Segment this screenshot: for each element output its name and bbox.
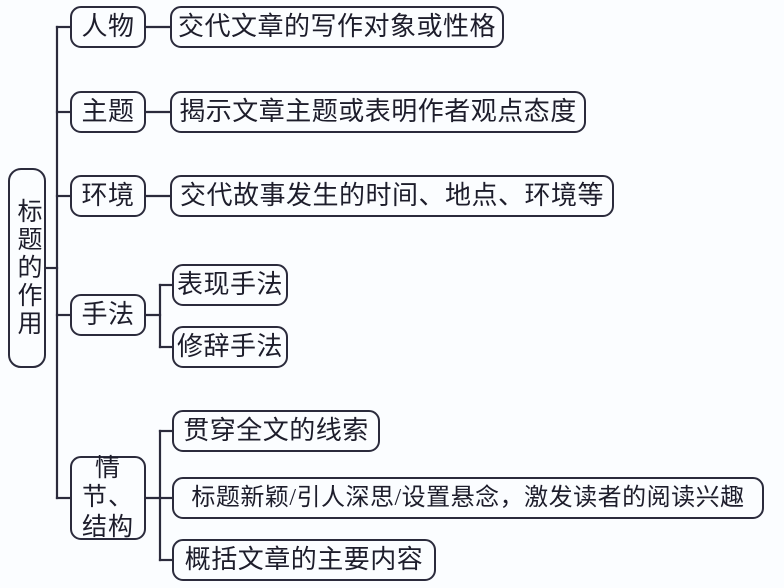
- leaf-node-shoufa-1-label: 表现手法: [176, 270, 283, 300]
- leaf-node-qingjie-3-label: 概括文章的主要内容: [184, 545, 424, 575]
- branch-node-huanjing-label: 环境: [81, 181, 135, 211]
- branch-node-shoufa-label: 手法: [81, 300, 135, 330]
- branch-node-shoufa[interactable]: 手法: [70, 294, 146, 336]
- leaf-node-shoufa-2-label: 修辞手法: [176, 332, 283, 362]
- branch-node-qingjie-jiegou-label: 情节、结构: [81, 454, 134, 541]
- leaf-node-renwu-1[interactable]: 交代文章的写作对象或性格: [170, 6, 504, 48]
- leaf-node-qingjie-1[interactable]: 贯穿全文的线索: [172, 410, 380, 452]
- branch-node-renwu-label: 人物: [81, 12, 135, 42]
- branch-node-zhuti-label: 主题: [81, 97, 135, 127]
- branch-node-zhuti[interactable]: 主题: [70, 91, 146, 133]
- branch-node-huanjing[interactable]: 环境: [70, 175, 146, 217]
- leaf-node-shoufa-1[interactable]: 表现手法: [172, 264, 288, 306]
- leaf-node-shoufa-2[interactable]: 修辞手法: [172, 326, 288, 368]
- leaf-node-qingjie-2-label: 标题新颖/引人深思/设置悬念，激发读者的阅读兴趣: [191, 484, 745, 511]
- root-node[interactable]: 标题的作用: [8, 168, 46, 368]
- leaf-node-zhuti-1-label: 揭示文章主题或表明作者观点态度: [179, 97, 577, 127]
- leaf-node-qingjie-1-label: 贯穿全文的线索: [183, 416, 369, 446]
- root-node-label: 标题的作用: [14, 198, 41, 338]
- branch-node-qingjie-jiegou[interactable]: 情节、结构: [70, 454, 146, 541]
- leaf-node-huanjing-1-label: 交代故事发生的时间、地点、环境等: [179, 181, 604, 211]
- leaf-node-zhuti-1[interactable]: 揭示文章主题或表明作者观点态度: [170, 91, 586, 133]
- leaf-node-huanjing-1[interactable]: 交代故事发生的时间、地点、环境等: [170, 175, 614, 217]
- leaf-node-qingjie-3[interactable]: 概括文章的主要内容: [172, 539, 436, 581]
- leaf-node-qingjie-2[interactable]: 标题新颖/引人深思/设置悬念，激发读者的阅读兴趣: [172, 477, 764, 519]
- leaf-node-renwu-1-label: 交代文章的写作对象或性格: [177, 12, 496, 42]
- branch-node-renwu[interactable]: 人物: [70, 6, 146, 48]
